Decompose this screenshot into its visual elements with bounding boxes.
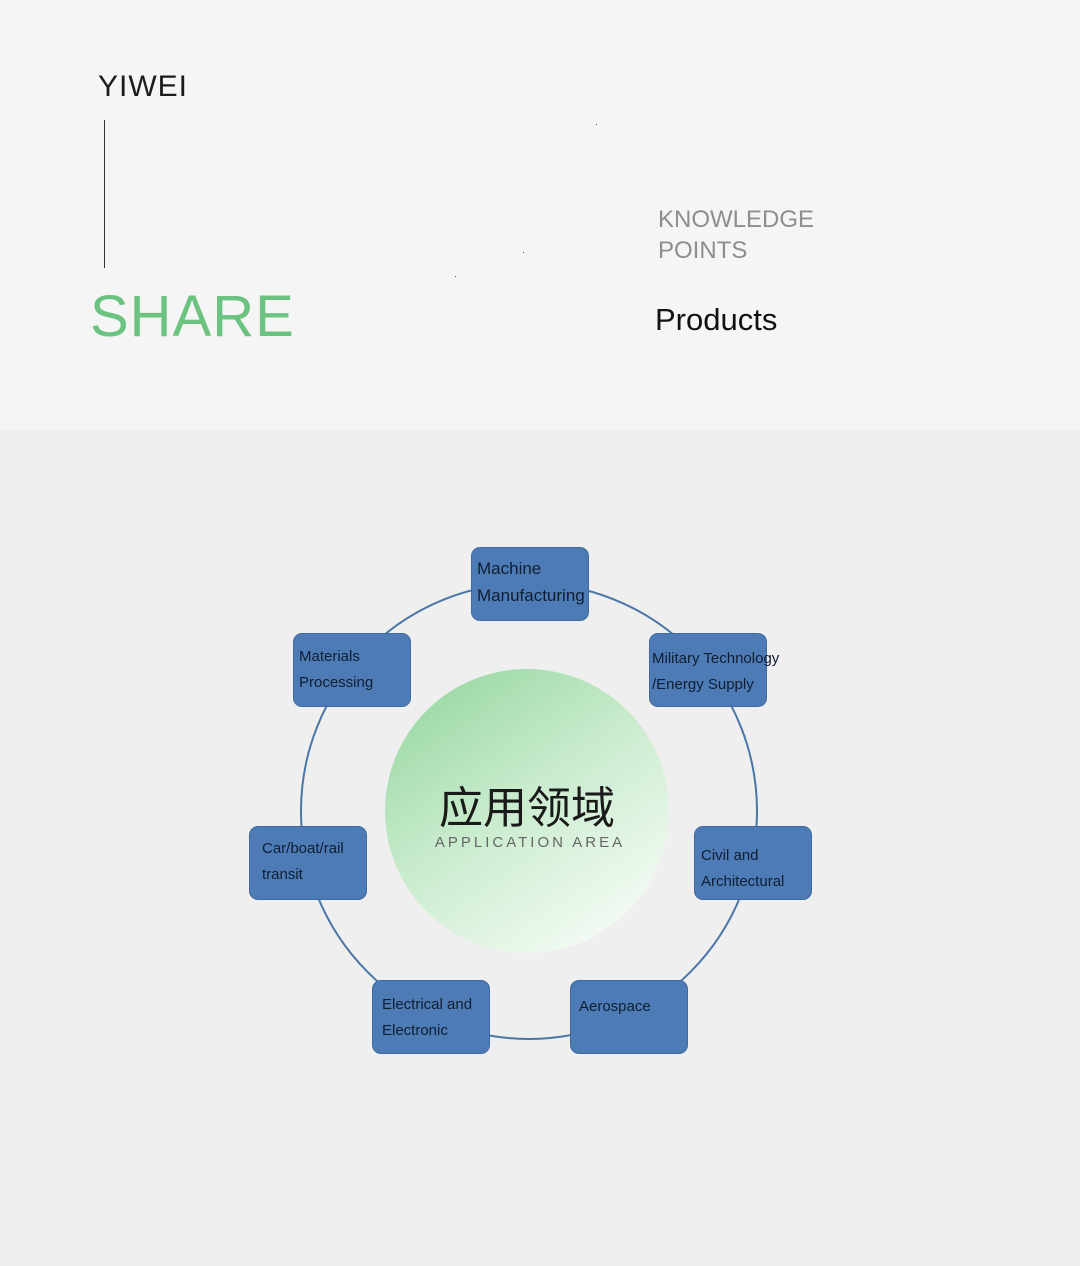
speck <box>523 252 524 253</box>
node-label: Car/boat/rail transit <box>262 840 344 883</box>
node-car-boat-rail <box>249 826 367 900</box>
node-electrical-electronic <box>372 980 490 1054</box>
knowledge-points-heading: KNOWLEDGE POINTS <box>658 204 878 266</box>
node-label: Aerospace <box>579 998 651 1015</box>
node-military-energy <box>649 633 767 707</box>
knowledge-line-2: POINTS <box>658 237 748 264</box>
node-machine-manufacturing <box>471 547 589 621</box>
center-subtitle-en: APPLICATION AREA <box>434 834 626 851</box>
knowledge-line-1: KNOWLEDGE <box>658 206 815 233</box>
vertical-divider <box>104 120 105 268</box>
brand-title: YIWEI <box>98 70 189 103</box>
share-heading: SHARE <box>90 284 295 349</box>
center-circle <box>385 669 669 953</box>
node-civil-architectural <box>694 826 812 900</box>
speck <box>596 124 597 125</box>
node-label: Machine Manufacturing <box>477 559 585 605</box>
node-label: Materials Processing <box>299 648 374 691</box>
node-aerospace <box>570 980 688 1054</box>
center-title-cn: 应用领域 <box>439 783 615 834</box>
node-label: Civil and Architectural <box>701 847 785 890</box>
node-label: Electrical and Electronic <box>382 996 473 1039</box>
node-label: Military Technology /Energy Supply <box>652 650 780 693</box>
products-heading: Products <box>655 302 778 337</box>
speck <box>455 276 456 277</box>
node-materials-processing <box>293 633 411 707</box>
header-section <box>0 0 1080 430</box>
